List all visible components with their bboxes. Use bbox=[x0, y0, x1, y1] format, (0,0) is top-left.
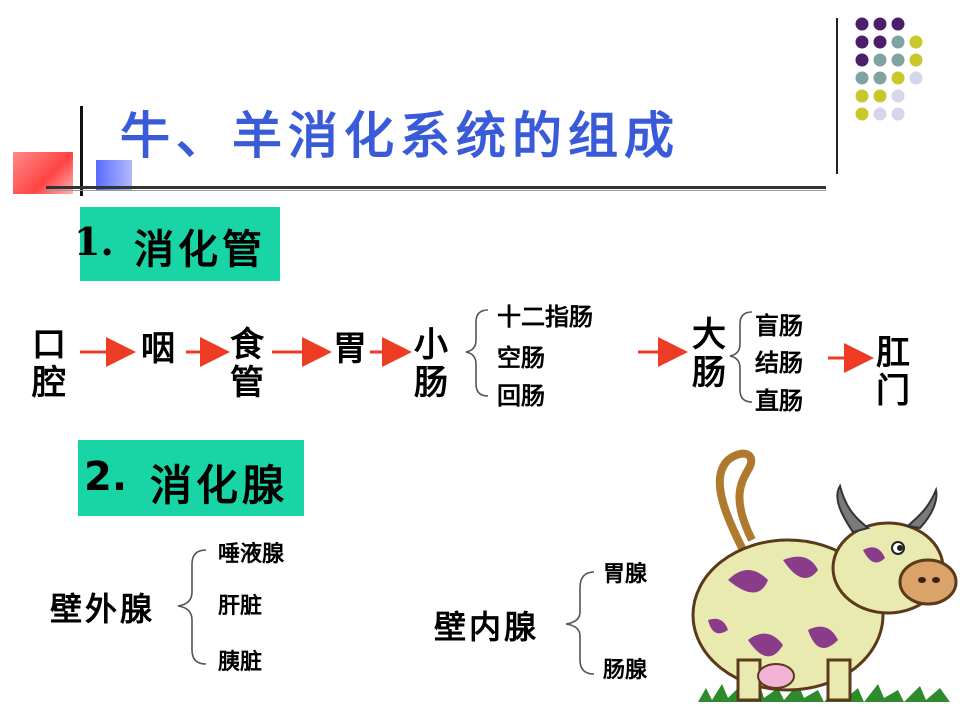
decor-dot bbox=[855, 89, 869, 103]
decor-vertical-line bbox=[80, 106, 83, 196]
decor-dot bbox=[873, 53, 887, 67]
decor-dot bbox=[909, 71, 923, 85]
gland-inner-item-intestinal: 肠腺 bbox=[603, 658, 648, 683]
decor-dot bbox=[891, 107, 905, 121]
decor-dot bbox=[873, 107, 887, 121]
brace-large-intestine bbox=[729, 311, 753, 403]
node-stomach: 胃 bbox=[333, 329, 367, 369]
decor-dot bbox=[891, 17, 905, 31]
gland-inner-item-gastric: 胃腺 bbox=[603, 562, 648, 587]
node-large-intestine: 大肠 bbox=[692, 315, 726, 393]
small-intestine-part-duodenum: 十二指肠 bbox=[497, 303, 593, 331]
small-intestine-part-jejunum: 空肠 bbox=[497, 344, 545, 372]
decor-dot-grid bbox=[855, 17, 923, 121]
decor-dot bbox=[891, 71, 905, 85]
gland-outer-item-saliva: 唾液腺 bbox=[218, 542, 285, 567]
decor-dot bbox=[855, 107, 869, 121]
small-intestine-part-ileum: 回肠 bbox=[497, 382, 545, 410]
gland-outer-item-pancreas: 胰脏 bbox=[218, 650, 263, 675]
section-number: 2. bbox=[84, 454, 128, 500]
decor-dot bbox=[855, 35, 869, 49]
decor-right-line bbox=[836, 18, 838, 174]
section-number: 1. bbox=[74, 219, 114, 264]
large-intestine-part-rectum: 直肠 bbox=[755, 387, 803, 415]
section-label: 消化腺 bbox=[150, 461, 289, 510]
cow-illustration bbox=[691, 449, 958, 702]
tract-arrows bbox=[80, 309, 874, 403]
gland-inner-label: 壁内腺 bbox=[434, 608, 540, 646]
decor-horizontal-line-2 bbox=[46, 190, 826, 191]
decor-dot bbox=[891, 35, 905, 49]
decor-dot bbox=[873, 35, 887, 49]
gland-outer-label: 壁外腺 bbox=[50, 590, 156, 628]
section-header-tract: 1. 消化管 bbox=[74, 207, 280, 281]
section-label: 消化管 bbox=[134, 227, 266, 273]
decor-dot bbox=[873, 17, 887, 31]
decor-dot bbox=[891, 53, 905, 67]
decor-horizontal-line bbox=[46, 186, 826, 189]
brace-small-intestine bbox=[465, 309, 489, 397]
brace-inner-glands bbox=[565, 571, 595, 675]
node-esophagus: 食管 bbox=[230, 325, 264, 403]
decor-dot bbox=[909, 35, 923, 49]
large-intestine-part-cecum: 盲肠 bbox=[755, 312, 803, 340]
brace-outer-glands bbox=[177, 549, 207, 665]
decor-dot bbox=[855, 71, 869, 85]
node-anus: 肛门 bbox=[876, 333, 910, 411]
page-title: 牛、羊消化系统的组成 bbox=[120, 107, 680, 165]
decor-dot bbox=[855, 17, 869, 31]
decor-dot bbox=[873, 89, 887, 103]
large-intestine-part-colon: 结肠 bbox=[755, 349, 803, 377]
node-pharynx: 咽 bbox=[141, 329, 175, 369]
gland-outer-item-liver: 肝脏 bbox=[218, 594, 263, 619]
decor-dot bbox=[855, 53, 869, 67]
section-header-glands: 2. 消化腺 bbox=[78, 440, 304, 516]
decor-dot bbox=[909, 53, 923, 67]
decor-dot bbox=[891, 89, 905, 103]
node-mouth: 口腔 bbox=[32, 325, 66, 403]
decor-dot bbox=[873, 71, 887, 85]
node-small-intestine: 小肠 bbox=[414, 325, 448, 403]
decor-square-blue bbox=[96, 160, 132, 190]
